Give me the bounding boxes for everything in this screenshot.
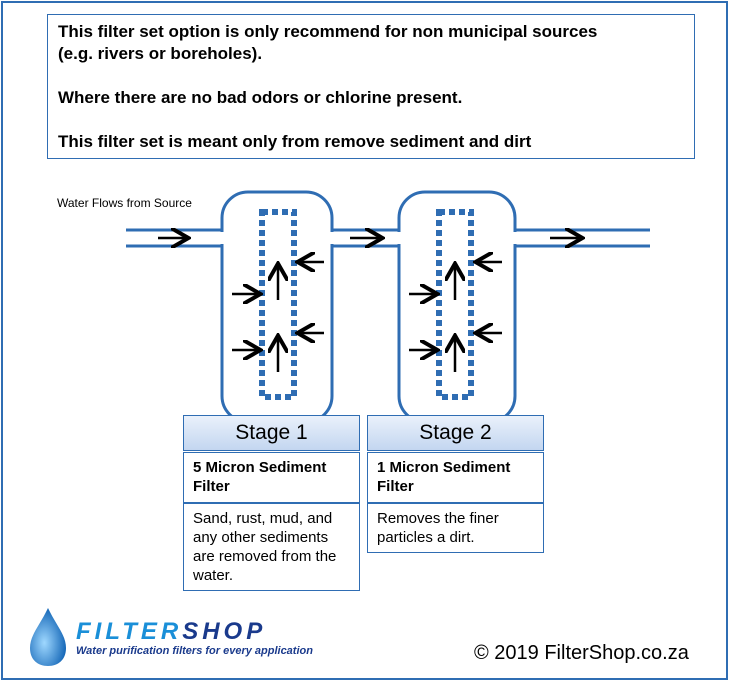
stage-2-filter-name: 1 Micron Sediment Filter — [367, 452, 544, 503]
stage-1-title: Stage 1 — [183, 415, 360, 451]
stage-2-cartridge — [436, 209, 474, 400]
stage-1-description: Sand, rust, mud, and any other sediments… — [183, 503, 360, 591]
brand-tagline: Water purification filters for every app… — [76, 645, 313, 657]
stage-1-cartridge — [259, 209, 297, 400]
stage-1-filter-name: 5 Micron Sediment Filter — [183, 452, 360, 503]
notice-box: This filter set option is only recommend… — [47, 14, 695, 159]
stage-2-description: Removes the finer particles a dirt. — [367, 503, 544, 553]
flow-arrows — [158, 238, 580, 372]
brand-part-1: FILTER — [76, 618, 183, 645]
stage-2-title: Stage 2 — [367, 415, 544, 451]
notice-line-2: (e.g. rivers or boreholes). — [58, 44, 263, 63]
notice-line-3: Where there are no bad odors or chlorine… — [58, 88, 463, 107]
brand-logo: FILTERSHOP — [76, 618, 266, 646]
notice-line-1: This filter set option is only recommend… — [58, 22, 598, 41]
copyright-text: © 2019 FilterShop.co.za — [474, 642, 689, 664]
brand-part-2: SHOP — [182, 618, 267, 645]
source-label: Water Flows from Source — [57, 196, 192, 210]
notice-line-4: This filter set is meant only from remov… — [58, 132, 532, 151]
